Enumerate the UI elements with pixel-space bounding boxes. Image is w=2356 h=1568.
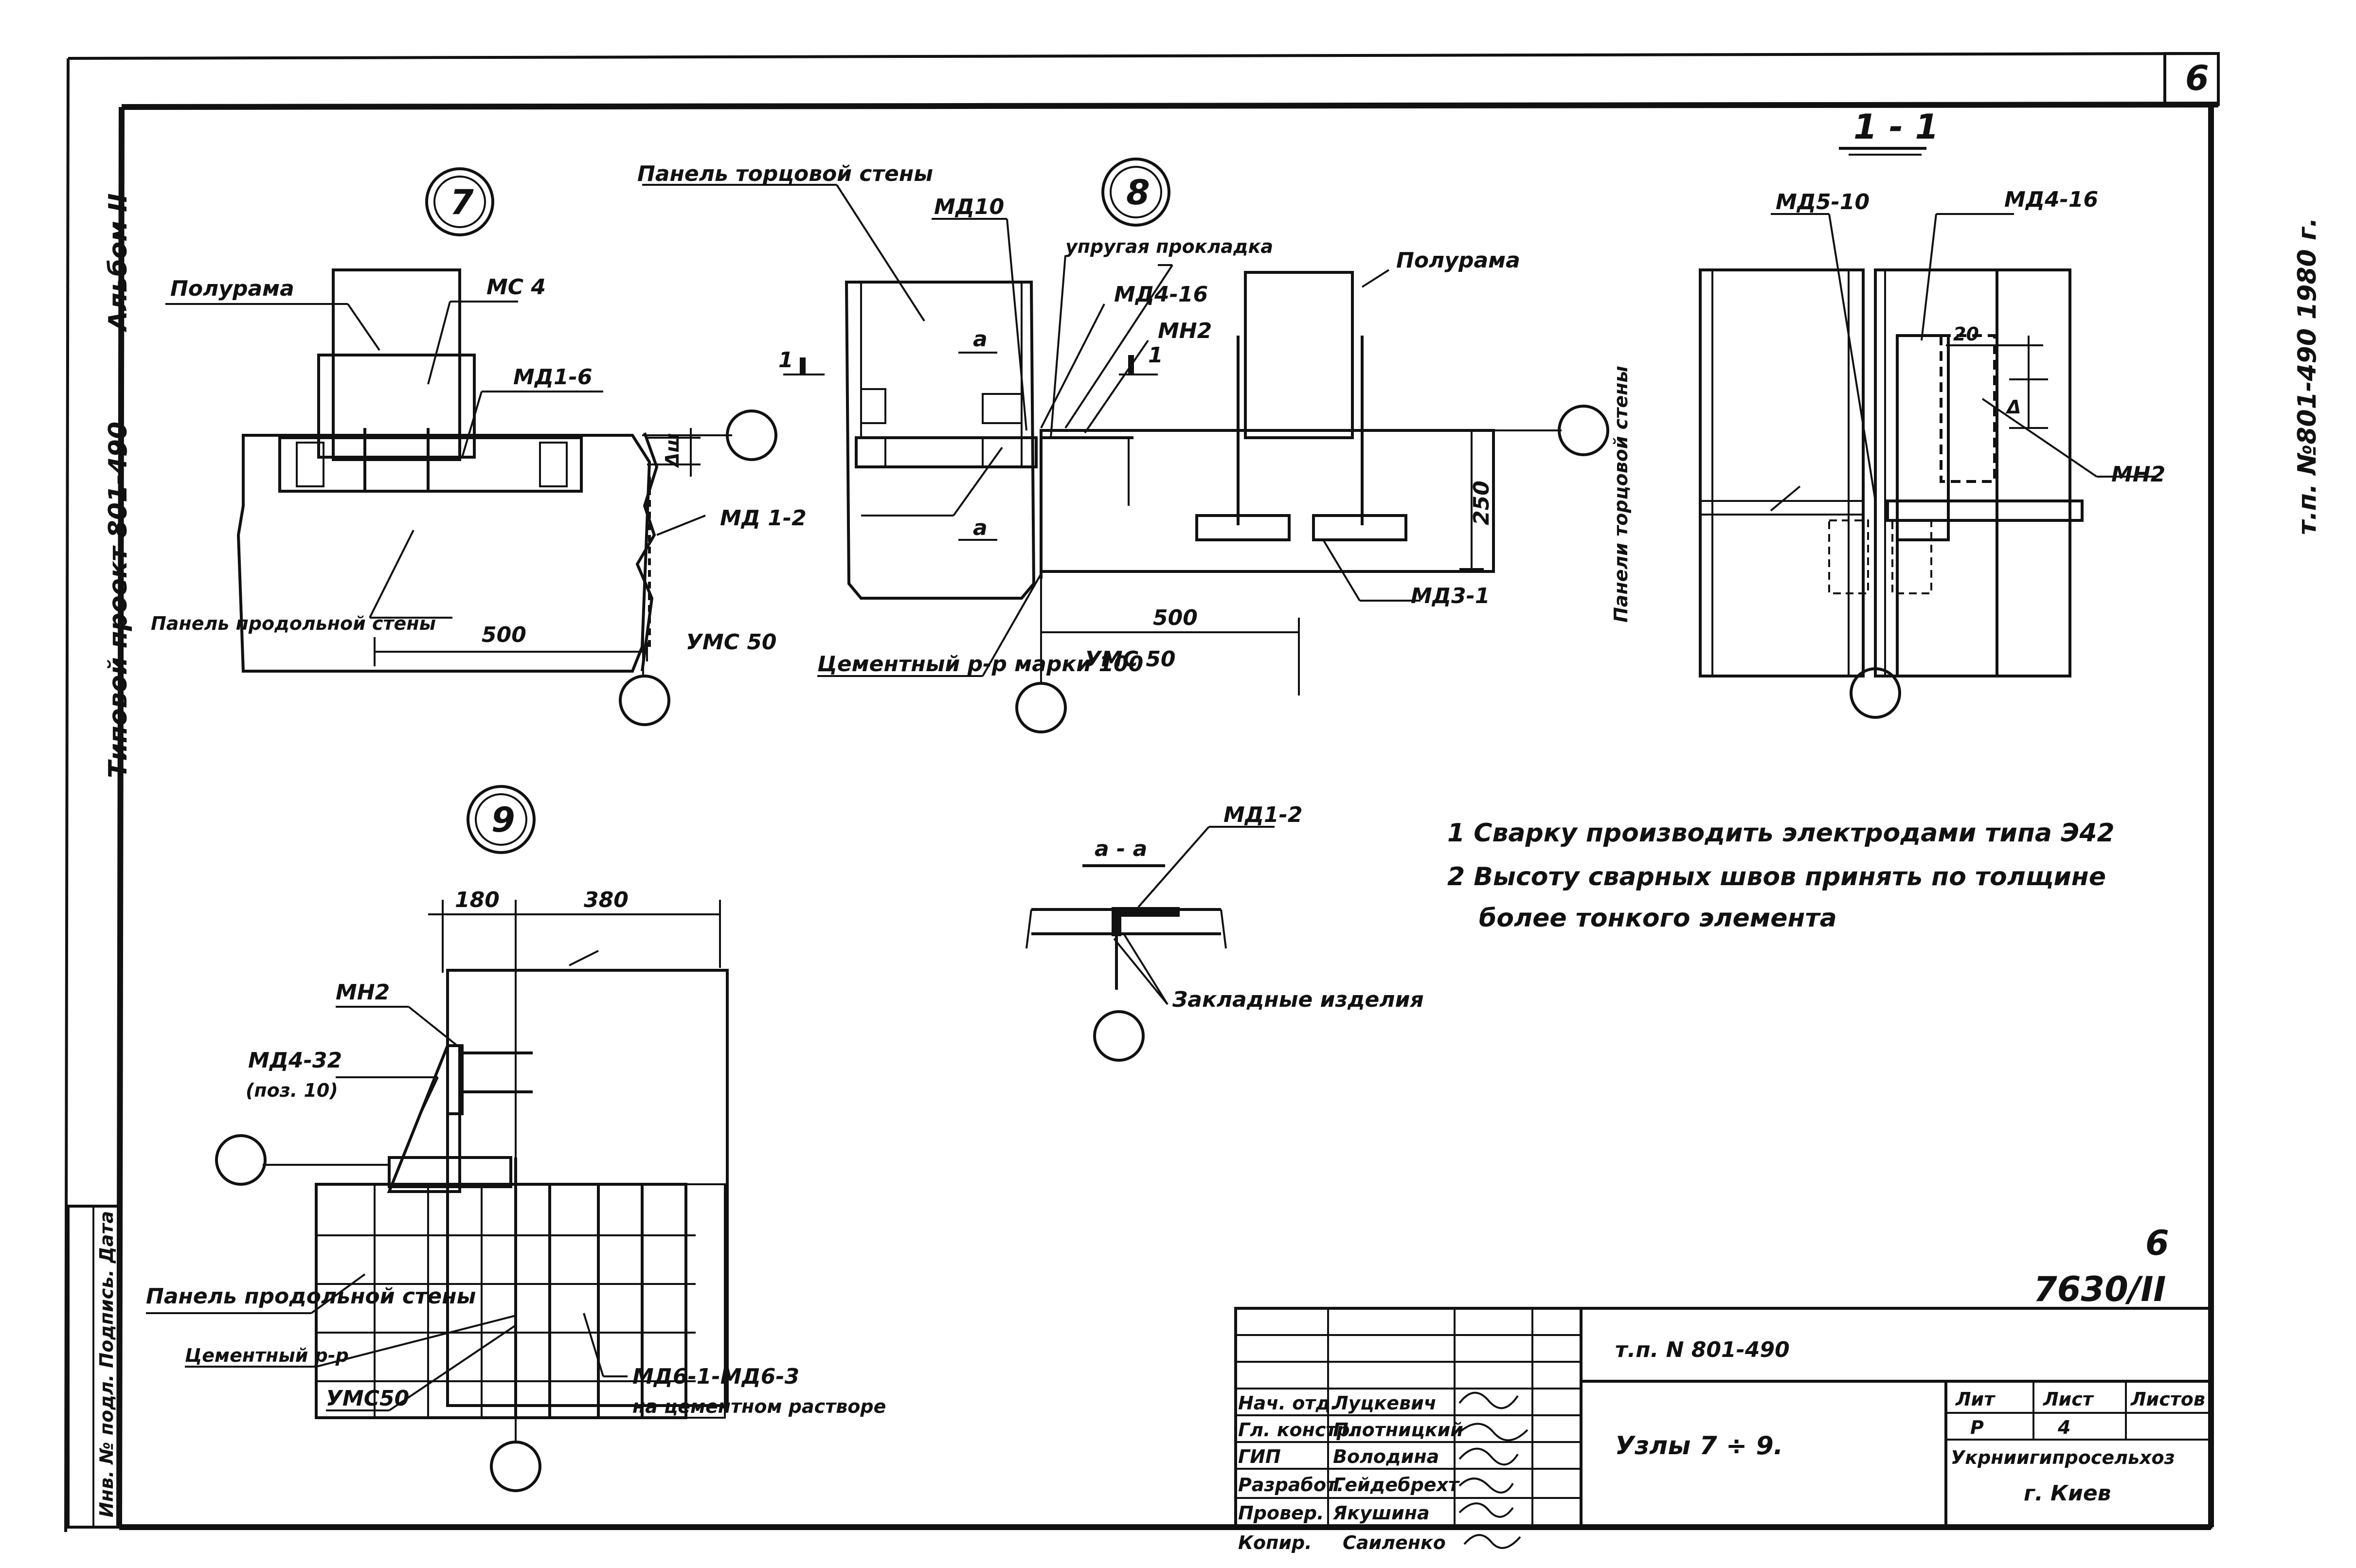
title-block-title: Узлы 7 ÷ 9. [1615, 1431, 1783, 1461]
node-9-label-md432: МД4-32 [248, 1048, 342, 1073]
node-7-number: 7 [450, 182, 474, 222]
node-7-dim-dsh: Δш [662, 433, 683, 468]
node-8-section-mark-aa: а [973, 327, 988, 352]
node-9-label-cement: Цементный р-р [185, 1345, 349, 1366]
node-7-label-ms4: МС 4 [486, 275, 546, 300]
title-block-org: Укрниигипросельхоз [1951, 1447, 2175, 1468]
title-block-city: г. Киев [2024, 1481, 2111, 1506]
node-8-dim-250: 250 [1469, 481, 1494, 525]
title-block-role-2: Гл. констр. [1238, 1419, 1357, 1441]
node-7: 7 Полурама [151, 167, 777, 726]
sheet-number: 6 [2185, 58, 2209, 98]
title-block-sheet-header: Лист [2043, 1389, 2094, 1410]
title-block-stage-header: Лит [1955, 1389, 1996, 1410]
node-8-label-md12: МД 1-2 [720, 506, 807, 531]
node-9-label-poz10: (поз. 10) [246, 1080, 338, 1101]
node-8-section-mark-1b: 1 [1148, 343, 1163, 368]
doc-code-sheet: 6 [2145, 1223, 2169, 1263]
node-8-dim-500: 500 [1153, 606, 1198, 630]
node-7-label-md16: МД1-6 [513, 365, 592, 390]
section-1-1-label-mn2: МН2 [2111, 462, 2165, 487]
title-block-name-5: Якушина [1332, 1502, 1430, 1524]
section-1-1-label-md416: МД4-16 [2004, 187, 2098, 212]
node-8-label-panel-tor: Панель торцовой стены [637, 161, 933, 186]
title-block-role-3: ГИП [1238, 1446, 1281, 1467]
sheet-frame [64, 52, 2220, 1532]
node-9-dim-380: 380 [584, 888, 629, 912]
title-block-project: т.п. N 801-490 [1615, 1337, 1790, 1362]
section-1-1-label-panels: Панели торцовой стены [1610, 366, 1632, 623]
node-8-label-prokladka: упругая прокладка [1065, 236, 1273, 257]
node-9-label-md61: МД6-1-МД6-3 [632, 1364, 799, 1389]
node-9-dim-180: 180 [455, 888, 500, 912]
section-1-1: 1 - 1 МД5-10 МД4-16 МН2 [1610, 107, 2165, 719]
node-8-label-cement: Цементный р-р марки 100 [817, 652, 1143, 677]
title-block-role-1: Нач. отд. [1238, 1392, 1337, 1414]
node-8-label-md31: МД3-1 [1411, 584, 1490, 608]
section-a-a: а - а МД1-2 Закладные изделия [1025, 802, 1424, 1062]
title-block-name-4: Гейдебрехт [1333, 1474, 1460, 1496]
section-1-1-dim-delta: Δ [2005, 396, 2021, 418]
title-block-role-5: Провер. [1238, 1502, 1324, 1524]
section-1-1-dim-20: 20 [1953, 323, 1979, 345]
title-block-name-1: Луцкевич [1332, 1392, 1437, 1414]
title-block-stage: Р [1970, 1417, 1984, 1438]
album-side-label: Альбом II [104, 193, 133, 333]
node-8-section-mark-1a: 1 [778, 348, 793, 373]
project-side-label: Типовой проект 801-490 [104, 422, 133, 778]
node-8-number: 8 [1126, 173, 1150, 213]
title-block-role-6: Копир. [1238, 1532, 1312, 1553]
title-block-name-2: Плотницкий [1333, 1419, 1463, 1441]
section-a-a-label-md12: МД1-2 [1223, 802, 1302, 827]
archive-stamp-text: Инв. № подл. Подпись. Дата [96, 1211, 117, 1517]
node-8: 8 [637, 158, 1609, 733]
node-8-section-mark-ab: а [973, 516, 988, 540]
section-1-1-title: 1 - 1 [1853, 107, 1939, 147]
node-9-label-ums50: УМС50 [326, 1386, 409, 1411]
title-block: т.п. N 801-490 Узлы 7 ÷ 9. Лит Лист Лист… [1234, 1307, 2212, 1553]
title-block-sheets-header: Листов [2130, 1389, 2205, 1410]
node-8-label-mn2: МН2 [1158, 319, 1212, 343]
node-7-dim-500: 500 [482, 623, 526, 647]
title-block-sheet: 4 [2057, 1417, 2070, 1438]
node-9-label-mn2: МН2 [336, 980, 390, 1005]
section-a-a-title: а - а [1095, 837, 1147, 861]
node-9-label-panel: Панель продольной стены [146, 1284, 476, 1309]
node-9-number: 9 [491, 800, 515, 840]
notes: 1 Сварку производить электродами типа Э4… [1447, 819, 2115, 933]
note-2: 2 Высоту сварных швов принять по толщине [1447, 862, 2106, 891]
title-block-role-4: Разработ. [1238, 1474, 1344, 1496]
section-1-1-label-md510: МД5-10 [1776, 190, 1870, 214]
signatures [1458, 1391, 1529, 1549]
title-block-name-3: Володина [1333, 1446, 1439, 1467]
node-7-label-ums50: УМС 50 [686, 630, 777, 655]
node-8-label-md416: МД4-16 [1114, 282, 1208, 307]
note-2-cont: более тонкого элемента [1479, 904, 1837, 933]
archive-stamp: Инв. № подл. Подпись. Дата [67, 1205, 121, 1529]
title-block-name-6: Саиленко [1343, 1532, 1446, 1553]
node-7-label-polurama: Полурама [170, 276, 294, 301]
node-8-label-ums50: УМС 50 [1085, 647, 1176, 672]
node-8-label-polurama: Полурама [1396, 248, 1520, 273]
note-1: 1 Сварку производить электродами типа Э4… [1447, 819, 2115, 848]
node-9: 9 [146, 785, 886, 1492]
node-8-label-md10: МД10 [934, 195, 1004, 219]
node-9-label-rastvor: на цементном растворе [632, 1396, 886, 1417]
node-7-label-panel: Панель продольной стены [151, 613, 436, 634]
section-a-a-label-zakladnye: Закладные изделия [1172, 987, 1424, 1012]
doc-code: 7630/II [2033, 1269, 2166, 1309]
right-margin-note: т.п. №801-490 1980 г. [2293, 217, 2322, 535]
